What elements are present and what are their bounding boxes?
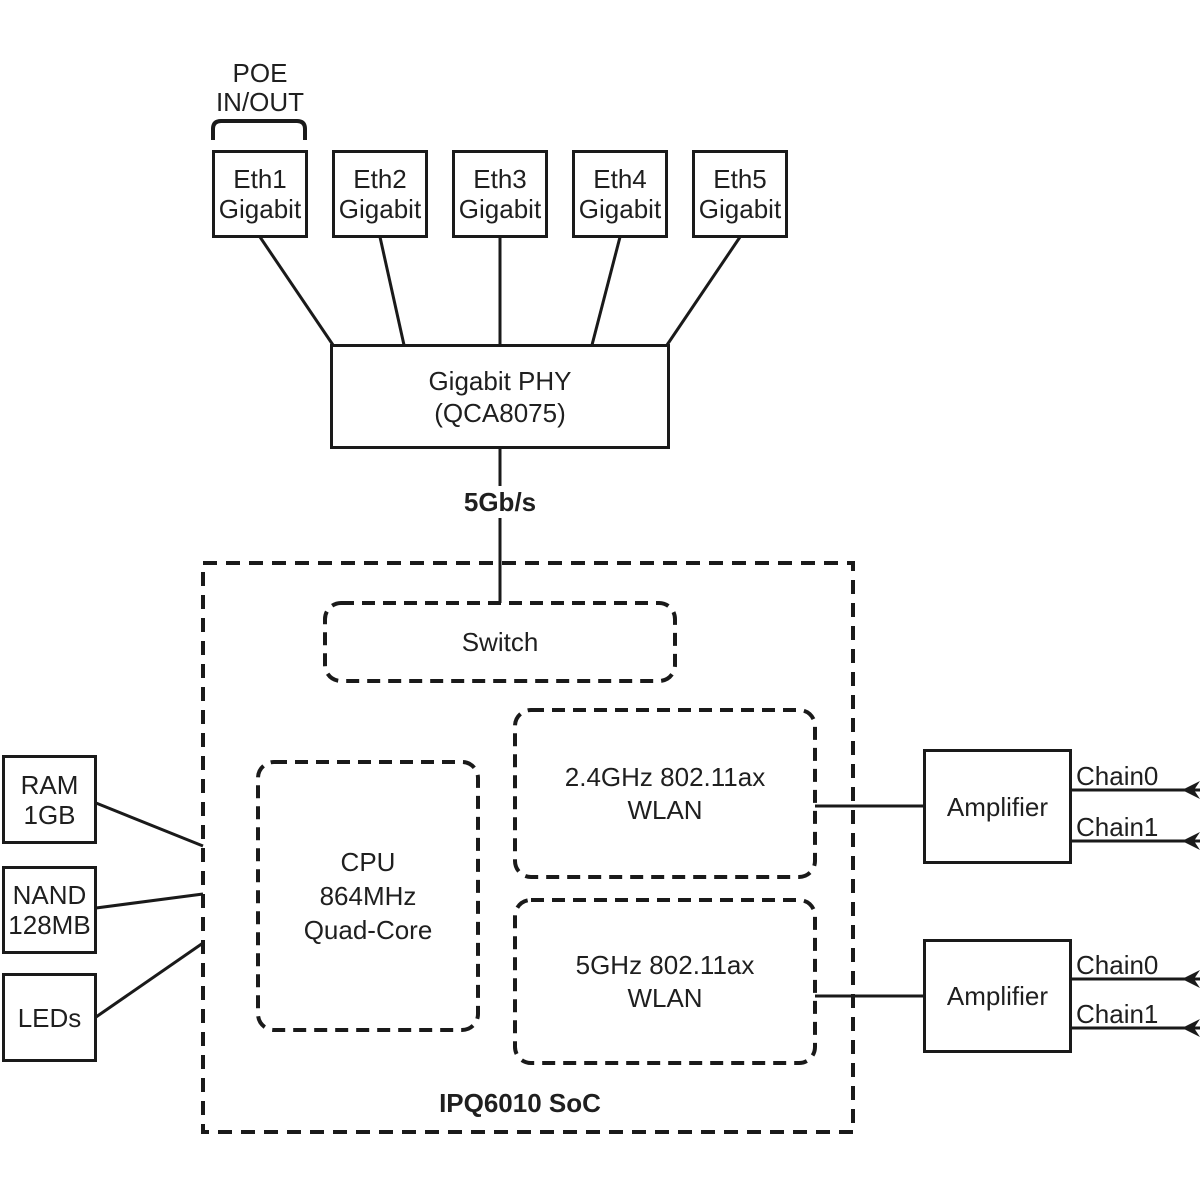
eth5-name: Eth5 xyxy=(713,164,767,194)
link-speed-label: 5Gb/s xyxy=(455,486,545,518)
eth4-name: Eth4 xyxy=(593,164,647,194)
poe-label-line2: IN/OUT xyxy=(215,87,305,117)
leds-box: LEDs xyxy=(2,973,97,1062)
phy-label-line1: Gigabit PHY xyxy=(428,365,572,396)
leds-soc-line xyxy=(95,941,204,1019)
amplifier-2g4-box: Amplifier xyxy=(923,749,1072,864)
wlan-2g4-box xyxy=(513,708,817,879)
eth5-speed: Gigabit xyxy=(698,194,782,224)
amp2-chain0-label: Chain0 xyxy=(1076,950,1159,980)
eth4-box: Eth4 Gigabit xyxy=(572,150,668,238)
eth1-speed: Gigabit xyxy=(218,194,302,224)
poe-bracket xyxy=(211,119,307,140)
ram-soc-line xyxy=(95,801,204,848)
amp1-chain0-arrowhead xyxy=(1182,781,1200,799)
amplifier-5g-box: Amplifier xyxy=(923,939,1072,1053)
poe-label-line1: POE xyxy=(232,58,288,88)
switch-box xyxy=(323,601,677,683)
cpu-box xyxy=(256,760,480,1032)
eth2-speed: Gigabit xyxy=(338,194,422,224)
cpu-label-line2: 864MHz xyxy=(319,881,417,911)
ram-box: RAM 1GB xyxy=(2,755,97,844)
eth3-name: Eth3 xyxy=(473,164,527,194)
wlan-5g-label: 5GHz 802.11ax WLAN xyxy=(515,900,815,1063)
nand-label-line2: 128MB xyxy=(8,910,91,940)
soc-label: IPQ6010 SoC xyxy=(439,1088,601,1118)
eth2-box: Eth2 Gigabit xyxy=(332,150,428,238)
wlan-5g-box xyxy=(513,898,817,1065)
eth4-speed: Gigabit xyxy=(578,194,662,224)
eth3-speed: Gigabit xyxy=(458,194,542,224)
eth1-phy-line xyxy=(258,236,335,346)
wlan-5g-label-line2: WLAN xyxy=(627,982,703,1013)
poe-label: POE IN/OUT xyxy=(197,58,323,118)
eth1-name: Eth1 xyxy=(233,164,287,194)
leds-label: LEDs xyxy=(17,1002,82,1033)
switch-label: Switch xyxy=(461,627,539,657)
nand-box: NAND 128MB xyxy=(2,866,97,954)
amp1-chain1-arrowhead xyxy=(1182,832,1200,850)
eth2-phy-line xyxy=(378,236,406,346)
cpu-label: CPU 864MHz Quad-Core xyxy=(258,762,478,1030)
eth3-box: Eth3 Gigabit xyxy=(452,150,548,238)
wlan-2g4-label-line2: WLAN xyxy=(627,794,703,825)
ram-label-line1: RAM xyxy=(20,769,79,800)
wlan-2g4-label: 2.4GHz 802.11ax WLAN xyxy=(515,710,815,877)
soc-boundary-box xyxy=(201,561,855,1134)
eth2-name: Eth2 xyxy=(353,164,407,194)
eth4-phy-line xyxy=(590,236,622,346)
amp1-chain0-label: Chain0 xyxy=(1076,761,1159,791)
ram-label-line2: 1GB xyxy=(23,799,76,830)
wlan-5g-label-line1: 5GHz 802.11ax xyxy=(575,949,755,980)
amp2-chain1-label: Chain1 xyxy=(1076,999,1159,1029)
nand-soc-line xyxy=(95,892,204,910)
cpu-label-line1: CPU xyxy=(340,847,396,877)
amp2-chain0-arrowhead xyxy=(1182,970,1200,988)
nand-label-line1: NAND xyxy=(12,880,87,910)
phy-label-line2: (QCA8075) xyxy=(434,397,566,428)
eth1-box: Eth1 Gigabit xyxy=(212,150,308,238)
amp2-chain1-arrowhead xyxy=(1182,1019,1200,1037)
gigabit-phy-box: Gigabit PHY (QCA8075) xyxy=(330,344,670,449)
eth5-box: Eth5 Gigabit xyxy=(692,150,788,238)
amp1-chain1-label: Chain1 xyxy=(1076,812,1159,842)
cpu-label-line3: Quad-Core xyxy=(303,915,433,945)
eth5-phy-line xyxy=(665,236,742,346)
wlan-2g4-label-line1: 2.4GHz 802.11ax xyxy=(564,761,766,792)
